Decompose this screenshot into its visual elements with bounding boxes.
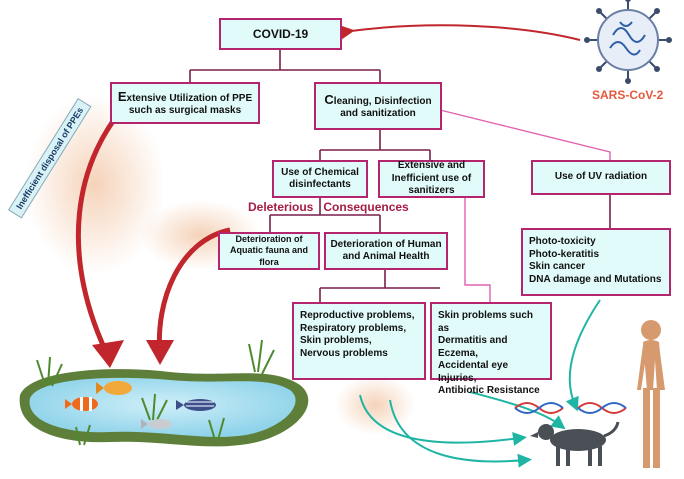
fish-clown-icon xyxy=(65,397,98,411)
health-deterioration-box: Deterioration of Human and Animal Health xyxy=(324,232,448,270)
dna-icon-1 xyxy=(514,402,564,414)
chemical-disinfectants-box: Use of Chemical disinfectants xyxy=(272,160,368,198)
deleterious-consequences-label: Deleterious Consequences xyxy=(248,200,409,214)
deleterious-word: Deleterious xyxy=(248,200,314,214)
virus-icon xyxy=(584,0,672,84)
uv-effect-1: Photo-toxicity xyxy=(529,236,596,247)
uv-effects-box: Photo-toxicity Photo-keratitis Skin canc… xyxy=(521,228,671,296)
red-arrowhead-1 xyxy=(92,340,124,368)
skin-problems-box: Skin problems such as Dermatitis and Ecz… xyxy=(430,302,552,396)
uv-effect-4: DNA damage and Mutations xyxy=(529,273,662,285)
fish-silver-icon xyxy=(141,419,172,429)
problem-1: Reproductive problems, xyxy=(300,310,415,321)
fish-zebra-icon xyxy=(176,399,216,411)
consequences-word: Consequences xyxy=(323,200,409,214)
fish-orange-icon xyxy=(96,381,132,395)
red-arrowhead-2 xyxy=(146,340,174,365)
uv-effect-3: Skin cancer xyxy=(529,261,586,272)
aquatic-deterioration-box: Deterioration of Aquatic fauna and flora xyxy=(218,232,320,270)
red-arrow-2 xyxy=(156,227,231,356)
tree-connectors xyxy=(189,50,611,302)
pink-connectors xyxy=(439,109,611,302)
chemical-disinfectants-label: Use of Chemical disinfectants xyxy=(281,166,359,191)
problem-2: Respiratory problems, xyxy=(300,322,407,334)
ppe-label: xtensive Utilization of PPE such as surg… xyxy=(126,92,253,117)
dog-icon xyxy=(530,421,620,466)
problem-3: Skin problems, xyxy=(300,335,372,346)
skin-item-1: Skin problems such as xyxy=(438,310,534,334)
cleaning-box: Cleaning, Disinfection and sanitization xyxy=(314,82,442,130)
sars-cov-2-label: SARS-CoV-2 xyxy=(592,88,664,102)
uv-effect-2: Photo-keratitis xyxy=(529,248,600,260)
dna-icon-2 xyxy=(577,402,627,414)
sanitizers-box: Extensive and Inefficient use of sanitiz… xyxy=(378,160,485,198)
cleaning-first-letter: C xyxy=(324,91,334,107)
ppe-first-letter: E xyxy=(117,88,127,104)
human-figure-icon xyxy=(637,320,665,468)
skin-item-3: Accidental eye Injuries, xyxy=(438,360,509,384)
uv-radiation-label: Use of UV radiation xyxy=(554,171,648,183)
reproductive-problems-box: Reproductive problems, Respiratory probl… xyxy=(292,302,426,380)
ppe-box: Extensive Utilization of PPE such as sur… xyxy=(110,82,260,124)
skin-item-2: Dermatitis and Eczema, xyxy=(438,335,508,359)
teal-arrow-4 xyxy=(565,299,601,412)
pond-illustration xyxy=(19,339,309,447)
covid-19-label: COVID-19 xyxy=(252,26,309,41)
cleaning-label: leaning, Disinfection and sanitization xyxy=(333,95,432,120)
skin-item-4: Antibiotic Resistance xyxy=(438,385,540,396)
covid-19-box: COVID-19 xyxy=(219,18,342,50)
sanitizers-label: Extensive and Inefficient use of sanitiz… xyxy=(391,160,472,197)
health-deterioration-label: Deterioration of Human and Animal Health xyxy=(330,238,442,263)
uv-radiation-box: Use of UV radiation xyxy=(531,160,671,195)
aquatic-deterioration-label: Deterioration of Aquatic fauna and flora xyxy=(229,234,308,267)
problem-4: Nervous problems xyxy=(300,347,388,359)
teal-arrow-2 xyxy=(389,399,532,468)
virus-arrow xyxy=(337,24,581,41)
glow-bottom xyxy=(335,375,415,435)
